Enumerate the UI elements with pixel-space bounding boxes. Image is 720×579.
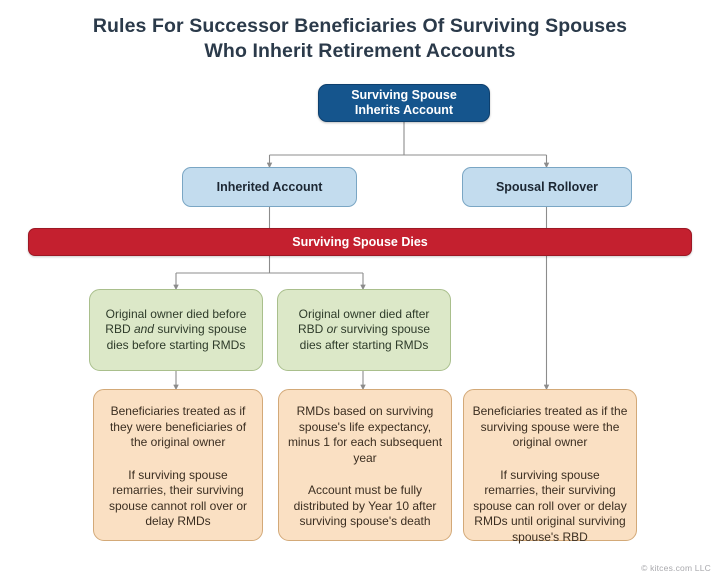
node-condition-left-part-2: surviving spouse dies before starting RM…	[106, 322, 247, 352]
node-inherited-account[interactable]: Inherited Account	[182, 167, 357, 207]
node-condition-right-text: Original owner died after RBD or survivi…	[278, 307, 450, 354]
node-outcome-right-paragraph-1: Beneficiaries treated as if the survivin…	[472, 404, 628, 449]
node-outcome-right-text: Beneficiaries treated as if the survivin…	[464, 404, 636, 545]
page-title-line-1: Rules For Successor Beneficiaries Of Sur…	[92, 15, 628, 37]
node-spousal-rollover[interactable]: Spousal Rollover	[462, 167, 632, 207]
page-title-line-2: Who Inherit Retirement Accounts	[204, 40, 516, 62]
node-root-text: Surviving Spouse Inherits Account	[319, 88, 489, 118]
node-outcome-beneficiaries-of-original-owner[interactable]: Beneficiaries treated as if they were be…	[93, 389, 263, 541]
node-condition-after-rbd[interactable]: Original owner died after RBD or survivi…	[277, 289, 451, 371]
node-surviving-spouse-dies-banner[interactable]: Surviving Spouse Dies	[28, 228, 692, 256]
node-outcome-middle-paragraph-1: RMDs based on surviving spouse's life ex…	[287, 404, 443, 465]
node-outcome-left-paragraph-2: If surviving spouse remarries, their sur…	[108, 467, 248, 529]
node-outcome-rmds-life-expectancy[interactable]: RMDs based on surviving spouse's life ex…	[278, 389, 452, 541]
node-inherited-account-label: Inherited Account	[216, 179, 323, 194]
node-condition-left-part-1: Original owner died before RBD	[105, 306, 247, 337]
node-condition-left-emphasis: and	[133, 322, 154, 337]
node-root-line-2: Inherits Account	[354, 103, 454, 117]
node-root-line-1: Surviving Spouse	[351, 88, 457, 102]
node-outcome-middle-text: RMDs based on surviving spouse's life ex…	[279, 404, 451, 530]
node-condition-before-rbd[interactable]: Original owner died before RBD and survi…	[89, 289, 263, 371]
node-condition-left-text: Original owner died before RBD and survi…	[90, 307, 262, 354]
copyright-credit: © kitces.com LLC	[641, 563, 711, 573]
node-outcome-spouse-as-original-owner[interactable]: Beneficiaries treated as if the survivin…	[463, 389, 637, 544]
page-title: Rules For Successor Beneficiaries Of Sur…	[40, 14, 680, 64]
node-outcome-left-text: Beneficiaries treated as if they were be…	[94, 404, 262, 530]
node-condition-right-part-1: Original owner died after RBD	[297, 306, 430, 337]
node-outcome-right-paragraph-2: If surviving spouse remarries, their sur…	[473, 467, 627, 544]
node-outcome-left-paragraph-1: Beneficiaries treated as if they were be…	[109, 404, 247, 449]
node-surviving-spouse-inherits-account[interactable]: Surviving Spouse Inherits Account	[318, 84, 490, 122]
node-outcome-middle-paragraph-2: Account must be fully distributed by Yea…	[293, 483, 437, 528]
node-condition-right-emphasis: or	[326, 322, 338, 337]
node-banner-label: Surviving Spouse Dies	[292, 235, 428, 249]
node-spousal-rollover-label: Spousal Rollover	[495, 179, 599, 194]
node-condition-right-part-2: surviving spouse dies after starting RMD…	[299, 322, 431, 352]
